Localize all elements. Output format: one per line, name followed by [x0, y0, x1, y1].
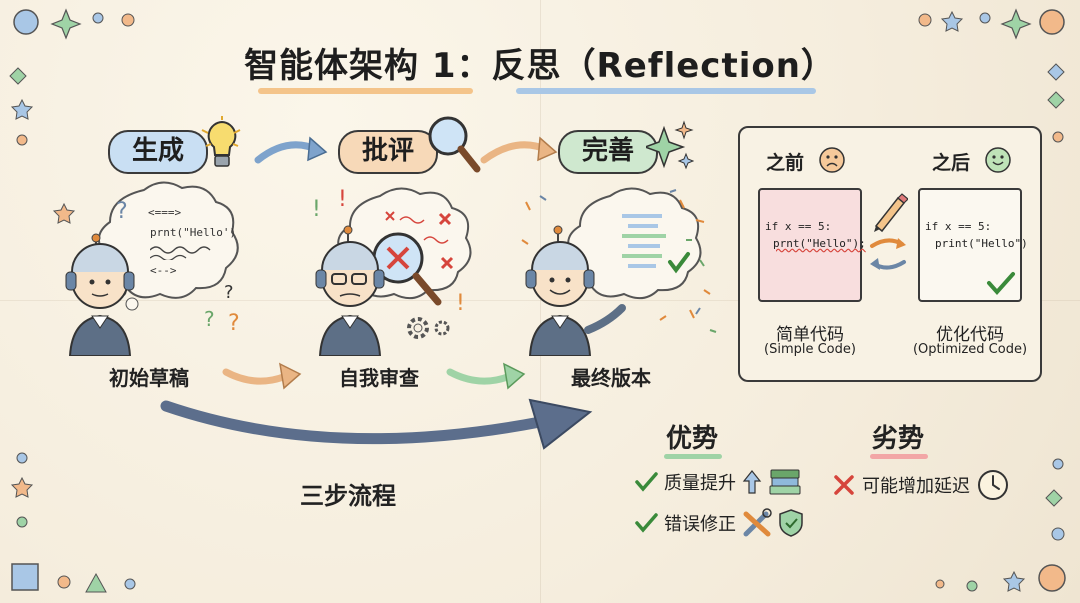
books-icon — [769, 469, 801, 495]
svg-text:?: ? — [224, 282, 234, 303]
simple-code-sublabel: (Simple Code) — [764, 342, 856, 357]
draft-code-line-2: prnt("Hello') — [150, 226, 237, 239]
flow-arrow-top-2 — [480, 136, 558, 164]
pencil-icon — [874, 193, 908, 233]
sparkle-icon — [646, 120, 694, 170]
draft-code-line-1: <===> — [148, 206, 182, 219]
fold-line — [0, 300, 1080, 301]
pro-item-errors: 错误修正 — [634, 508, 804, 538]
robot-icon: ! ! ! — [312, 187, 472, 356]
pros-heading: 优势 — [666, 424, 719, 454]
stage-refine-pill: 完善 — [558, 130, 658, 174]
simple-code-card: if x == 5: prnt("Hello"); — [758, 188, 866, 302]
check-icon — [635, 513, 658, 533]
flow-arrow-top-1 — [254, 136, 328, 164]
stage-critique-caption: 自我审查 — [339, 366, 419, 390]
simple-code-label: 简单代码 — [776, 325, 844, 345]
after-heading: 之后 — [932, 152, 971, 174]
svg-text:?: ? — [228, 311, 240, 336]
check-icon — [635, 472, 658, 492]
svg-text:!: ! — [338, 187, 347, 212]
cons-heading: 劣势 — [872, 424, 925, 454]
magnifier-icon — [428, 116, 481, 173]
title-underline — [516, 88, 816, 94]
optimized-code-card: if x == 5: print("Hello") — [918, 188, 1028, 302]
robot-icon: ? ? ? ? — [52, 181, 240, 356]
simple-code-line-1: if x == 5: — [765, 220, 832, 233]
before-heading: 之前 — [766, 152, 805, 174]
up-arrow-icon — [742, 470, 762, 494]
three-step-arrow — [160, 398, 593, 450]
title-underline — [258, 88, 473, 94]
page-title: 智能体架构 1：反思（Reflection） — [244, 46, 836, 86]
cons-underline — [870, 454, 928, 459]
stage-generate-caption: 初始草稿 — [109, 366, 189, 390]
cross-icon — [834, 475, 854, 495]
three-step-label: 三步流程 — [300, 482, 396, 510]
check-icon — [987, 272, 1015, 296]
tools-icon — [743, 508, 772, 537]
stage-critique-pill: 批评 — [338, 130, 438, 174]
fold-line — [540, 0, 541, 603]
pro-item-label: 错误修正 — [664, 514, 736, 535]
swap-arrows-icon — [870, 238, 906, 270]
svg-text:?: ? — [116, 199, 128, 224]
optimized-code-line-1: if x == 5: — [925, 220, 992, 233]
stage-refine-caption: 最终版本 — [571, 366, 651, 390]
svg-text:!: ! — [312, 197, 321, 222]
optimized-code-label: 优化代码 — [936, 325, 1004, 345]
gear-icon — [407, 317, 450, 339]
con-item-label: 可能增加延迟 — [862, 476, 970, 497]
flow-arrow-bottom-1 — [222, 362, 302, 390]
con-item-latency: 可能增加延迟 — [832, 468, 1010, 502]
simple-code-line-2: prnt("Hello"); — [773, 237, 866, 250]
flow-arrow-bottom-2 — [446, 362, 526, 390]
shield-icon — [779, 509, 803, 537]
optimized-code-sublabel: (Optimized Code) — [912, 342, 1028, 357]
clock-icon — [978, 470, 1008, 500]
pro-item-label: 质量提升 — [664, 473, 736, 494]
optimized-code-line-2: print("Hello") — [935, 237, 1028, 250]
stage-generate-pill: 生成 — [108, 130, 208, 174]
lightbulb-icon — [201, 116, 241, 167]
robot-icon — [521, 187, 717, 356]
happy-face-icon — [985, 147, 1011, 173]
pro-item-quality: 质量提升 — [634, 468, 802, 496]
svg-text:?: ? — [204, 307, 215, 331]
sad-face-icon — [819, 147, 845, 173]
scribble-lines — [150, 246, 211, 260]
pros-underline — [664, 454, 722, 459]
draft-code-line-3: <--> — [150, 264, 177, 277]
svg-text:!: ! — [456, 291, 465, 316]
